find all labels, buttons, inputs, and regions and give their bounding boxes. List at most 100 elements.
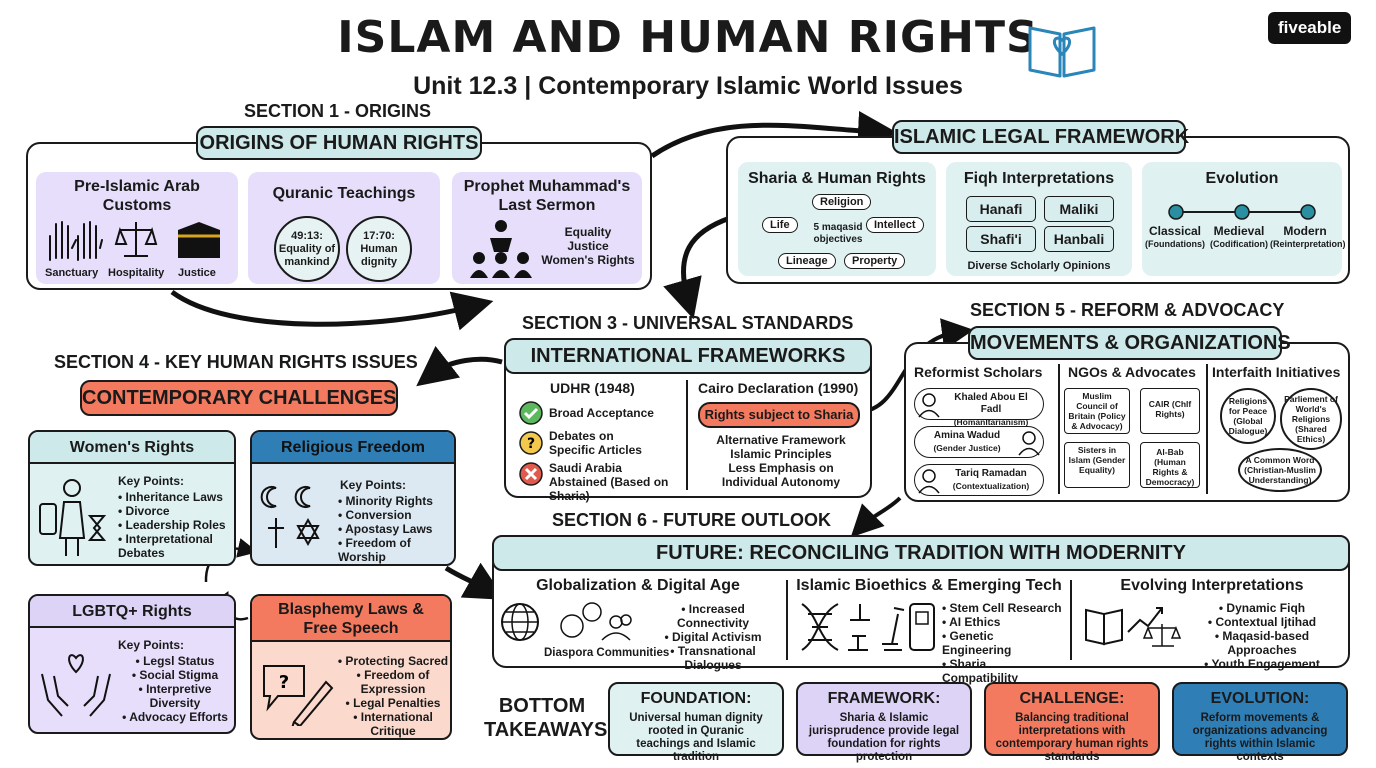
section3-label: SECTION 3 - UNIVERSAL STANDARDS xyxy=(522,313,854,333)
point: • Genetic Engineering xyxy=(942,629,1012,657)
point: • Stem Cell Research xyxy=(942,601,1062,615)
blasphemy-title: Blasphemy Laws & Free Speech xyxy=(278,601,424,637)
cairo-badge: Rights subject to Sharia xyxy=(698,402,860,428)
point: • International Critique xyxy=(353,710,433,738)
point: • Maqasid-based Approaches xyxy=(1214,629,1310,657)
womens-rights-card: Women's Rights Key Points: • Inheritance… xyxy=(28,430,236,566)
stage-desc: (Foundations) xyxy=(1145,239,1205,249)
scholar-amina: Amina Wadud (Gender Justice) xyxy=(914,426,1044,458)
takeaway-challenge: CHALLENGE: Balancing traditional interpr… xyxy=(984,682,1160,763)
cairo-title: Cairo Declaration (1990) xyxy=(698,380,859,396)
ngo-sisters-in-islam: Sisters in Islam (Gender Equality) xyxy=(1064,442,1130,488)
lgbtq-rights-title: LGBTQ+ Rights xyxy=(72,603,192,620)
takeaways-label: BOTTOM TAKEAWAYS xyxy=(484,695,608,741)
cairo-point: Alternative Framework xyxy=(716,433,846,447)
point: • Interpretive Diversity xyxy=(138,682,212,710)
x-circle-icon xyxy=(519,462,543,486)
evolving-points: • Dynamic Fiqh • Contextual Ijtihad • Ma… xyxy=(1182,601,1342,671)
raised-hands-icon xyxy=(49,221,103,261)
speech-pen-icon: ? xyxy=(263,665,334,726)
check-circle-icon xyxy=(519,401,543,425)
evolving-title: Evolving Interpretations xyxy=(1120,577,1304,594)
womens-rights-points: • Inheritance Laws • Divorce • Leadershi… xyxy=(118,490,234,560)
point: • AI Ethics xyxy=(942,615,1001,629)
pre-islamic-card: Pre-Islamic Arab Customs Sanctuary Hospi… xyxy=(36,172,238,284)
maqasid-religion: Religion xyxy=(812,194,872,210)
point: • Social Stigma xyxy=(131,668,219,682)
woman-scroll-hourglass-icon xyxy=(39,479,107,556)
scholar-role: (Gender Justice) xyxy=(933,443,1001,453)
point: • Conversion xyxy=(338,508,412,522)
key-points-label: Key Points: xyxy=(118,638,185,652)
scholar-name: Amina Wadud xyxy=(933,430,1001,441)
takeaway-title: FOUNDATION: xyxy=(640,690,752,707)
section6-heading: FUTURE: RECONCILING TRADITION WITH MODER… xyxy=(492,535,1350,571)
lgbtq-rights-header: LGBTQ+ Rights xyxy=(30,596,234,628)
takeaway-body: Balancing traditional interpretations wi… xyxy=(995,712,1149,763)
point: • Minority Rights xyxy=(338,494,433,508)
question-circle-icon: ? xyxy=(519,431,543,455)
womens-rights-title: Women's Rights xyxy=(69,439,195,456)
point: • Leadership Roles xyxy=(118,518,226,532)
open-book-heart-icon xyxy=(1028,26,1096,78)
takeaway-body: Universal human dignity rooted in Qurani… xyxy=(629,712,763,763)
womens-rights-header: Women's Rights xyxy=(30,432,234,464)
takeaway-body: Reform movements & organizations advanci… xyxy=(1192,712,1328,763)
person-avatar-icon xyxy=(918,393,940,418)
point: • Advocacy Efforts xyxy=(122,710,228,724)
pre-islamic-item-1: Sanctuary xyxy=(45,267,99,279)
takeaway-title: EVOLUTION: xyxy=(1210,690,1310,707)
bioethics-title: Islamic Bioethics & Emerging Tech xyxy=(796,577,1062,594)
sharia-card: Sharia & Human Rights 5 maqasid objectiv… xyxy=(738,162,936,276)
point: • Inheritance Laws xyxy=(118,490,223,504)
point: • Interpretational Debates xyxy=(118,532,213,560)
sermon-points: Equality Justice Women's Rights xyxy=(538,225,638,267)
point: • Protecting Sacred xyxy=(337,654,449,668)
lgbtq-rights-points: • Legsl Status • Social Stigma • Interpr… xyxy=(116,654,234,724)
udhr-title: UDHR (1948) xyxy=(550,380,635,396)
religious-freedom-title: Religious Freedom xyxy=(280,439,426,456)
point: • Transnational Dialogues xyxy=(670,644,756,672)
stage-name: Medieval xyxy=(1213,224,1265,238)
pre-islamic-item-3: Justice xyxy=(178,267,216,279)
quranic-title: Quranic Teachings xyxy=(272,185,416,202)
point: • Freedom of Expression xyxy=(356,668,430,696)
fiqh-card: Fiqh Interpretations Hanafi Maliki Shafi… xyxy=(946,162,1132,276)
point: • Dynamic Fiqh xyxy=(1218,601,1306,615)
interfaith-title: Interfaith Initiatives xyxy=(1212,364,1341,380)
section5-label: SECTION 5 - REFORM & ADVOCACY xyxy=(970,300,1285,320)
school-hanafi: Hanafi xyxy=(966,196,1036,222)
maqasid-intellect: Intellect xyxy=(866,217,924,233)
section5-heading: MOVEMENTS & ORGANIZATIONS xyxy=(968,326,1291,360)
point: • Sharia Compatibility xyxy=(942,657,1019,685)
stage-desc: (Reinterpretation) xyxy=(1270,239,1346,249)
udhr-item-1: Broad Acceptance xyxy=(549,406,654,420)
dna-microscope-icon xyxy=(801,603,935,651)
point: • Youth Engagement xyxy=(1204,657,1320,671)
section1-label: SECTION 1 - ORIGINS xyxy=(244,101,432,121)
udhr-item-3: Saudi Arabia Abstained (Based on Sharia) xyxy=(549,461,669,503)
interfaith-common-word: A Common Word (Christian-Muslim Understa… xyxy=(1238,448,1322,492)
section5-divider-1 xyxy=(1058,364,1060,494)
interfaith-rfp: Religions for Peace (Global Dialogue) xyxy=(1220,388,1276,444)
section6-divider-1 xyxy=(786,580,788,660)
takeaway-foundation: FOUNDATION: Universal human dignity root… xyxy=(608,682,784,763)
takeaway-evolution: EVOLUTION: Reform movements & organizati… xyxy=(1172,682,1348,763)
quranic-verse-17-70: 17:70: Human dignity xyxy=(346,216,412,282)
book-chart-scales-icon xyxy=(1085,607,1182,647)
takeaway-framework: FRAMEWORK: Sharia & Islamic jurisprudenc… xyxy=(796,682,972,763)
cairo-points: Alternative Framework Islamic Principles… xyxy=(708,433,854,489)
school-hanbali: Hanbali xyxy=(1044,226,1114,252)
point: • Divorce xyxy=(118,504,170,518)
sermon-card: Prophet Muhammad's Last Sermon Equality … xyxy=(452,172,642,284)
point: • Contextual Ijtihad xyxy=(1207,615,1317,629)
evolution-modern: Modern (Reinterpretation) xyxy=(1270,224,1346,250)
section3-divider xyxy=(686,380,688,490)
scholar-role: (Homanltarianism) xyxy=(953,417,1029,427)
takeaway-title: CHALLENGE: xyxy=(1019,690,1125,707)
sermon-title: Prophet Muhammad's Last Sermon xyxy=(463,178,631,214)
point: • Legsl Status xyxy=(135,654,215,668)
globalization-points: • Increased Connectivity • Digital Activ… xyxy=(648,602,778,672)
interfaith-parliament: Parliement of World's Religions (Shared … xyxy=(1280,388,1342,450)
stage-name: Classical xyxy=(1148,224,1202,238)
